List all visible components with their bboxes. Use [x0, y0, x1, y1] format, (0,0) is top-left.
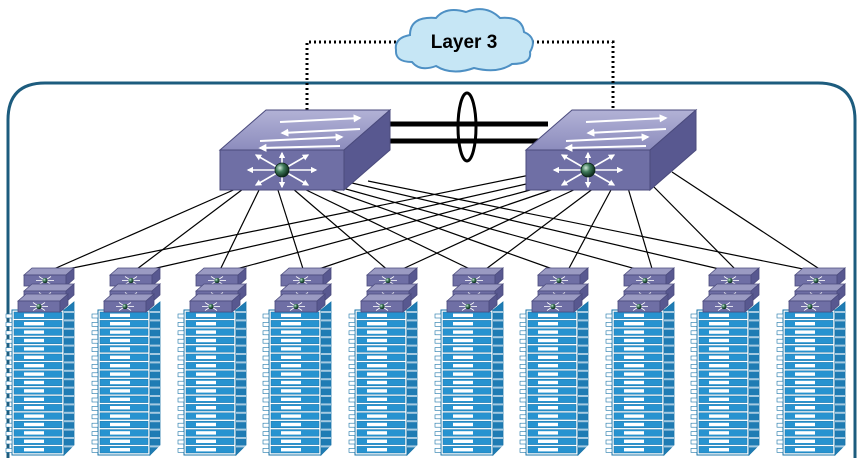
tor-switch — [16, 267, 76, 313]
rack-6 — [434, 267, 505, 456]
rack-8 — [605, 267, 676, 456]
tor-switch — [616, 267, 676, 313]
server-stack — [177, 301, 247, 456]
uplink-right-rack-4 — [309, 186, 561, 273]
tor-switch — [787, 267, 847, 313]
rack-7 — [519, 267, 590, 456]
uplink-right-rack-8 — [627, 187, 654, 273]
uplink-lines — [46, 171, 825, 273]
uplink-right-rack-3 — [224, 185, 546, 273]
cloud-icon — [394, 8, 534, 73]
uplink-right-rack-5 — [395, 187, 579, 273]
aggregation-switches — [218, 108, 698, 192]
server-stack — [262, 301, 332, 456]
layer3-link-right — [527, 40, 615, 110]
rack-10 — [776, 267, 847, 456]
uplink-right-rack-9 — [649, 182, 739, 273]
uplink-left-rack-1 — [46, 187, 239, 273]
tor-switch — [188, 267, 248, 313]
uplink-left-rack-7 — [319, 185, 562, 273]
rack-1 — [5, 267, 76, 456]
uplink-left-rack-4 — [276, 186, 305, 273]
switch-interconnect — [385, 91, 548, 163]
server-stack — [605, 301, 675, 456]
uplink-right-rack-1 — [52, 174, 531, 273]
layer3-link-left — [305, 40, 400, 110]
uplink-left-rack-6 — [299, 186, 477, 273]
rack-3 — [177, 267, 248, 456]
uplink-left-rack-10 — [367, 180, 819, 273]
server-stack — [348, 301, 418, 456]
server-stack — [519, 301, 589, 456]
uplink-left-rack-3 — [218, 187, 261, 273]
server-stack — [434, 301, 504, 456]
tor-switch — [530, 267, 590, 313]
switch-core-icon — [274, 162, 290, 178]
aggregation-switch-2 — [524, 108, 698, 192]
pod-boundary — [6, 81, 857, 458]
uplink-right-rack-6 — [481, 187, 595, 273]
uplink-left-rack-5 — [291, 187, 391, 273]
tor-switch — [273, 267, 333, 313]
rack-5 — [348, 267, 419, 456]
tor-switch — [359, 267, 419, 313]
uplink-left-rack-2 — [132, 185, 248, 273]
rack-4 — [262, 267, 333, 456]
uplink-left-rack-9 — [351, 182, 733, 273]
access-racks — [5, 267, 847, 456]
uplink-right-rack-10 — [671, 171, 825, 273]
server-stack — [690, 301, 760, 456]
aggregation-switch-1 — [218, 108, 392, 192]
port-channel-ellipse — [456, 91, 478, 163]
rack-2 — [91, 267, 162, 456]
uplink-left-rack-8 — [334, 185, 648, 273]
tor-switch — [102, 267, 162, 313]
cloud-label: Layer 3 — [431, 32, 498, 53]
server-stack — [91, 301, 161, 456]
tor-switch — [445, 267, 505, 313]
server-stack — [5, 301, 75, 456]
tor-switch — [701, 267, 761, 313]
layer3-cloud: Layer 3 — [394, 8, 534, 73]
rack-9 — [690, 267, 761, 456]
uplink-right-rack-7 — [566, 187, 613, 273]
switch-core-icon — [580, 162, 596, 178]
server-stack — [776, 301, 846, 456]
